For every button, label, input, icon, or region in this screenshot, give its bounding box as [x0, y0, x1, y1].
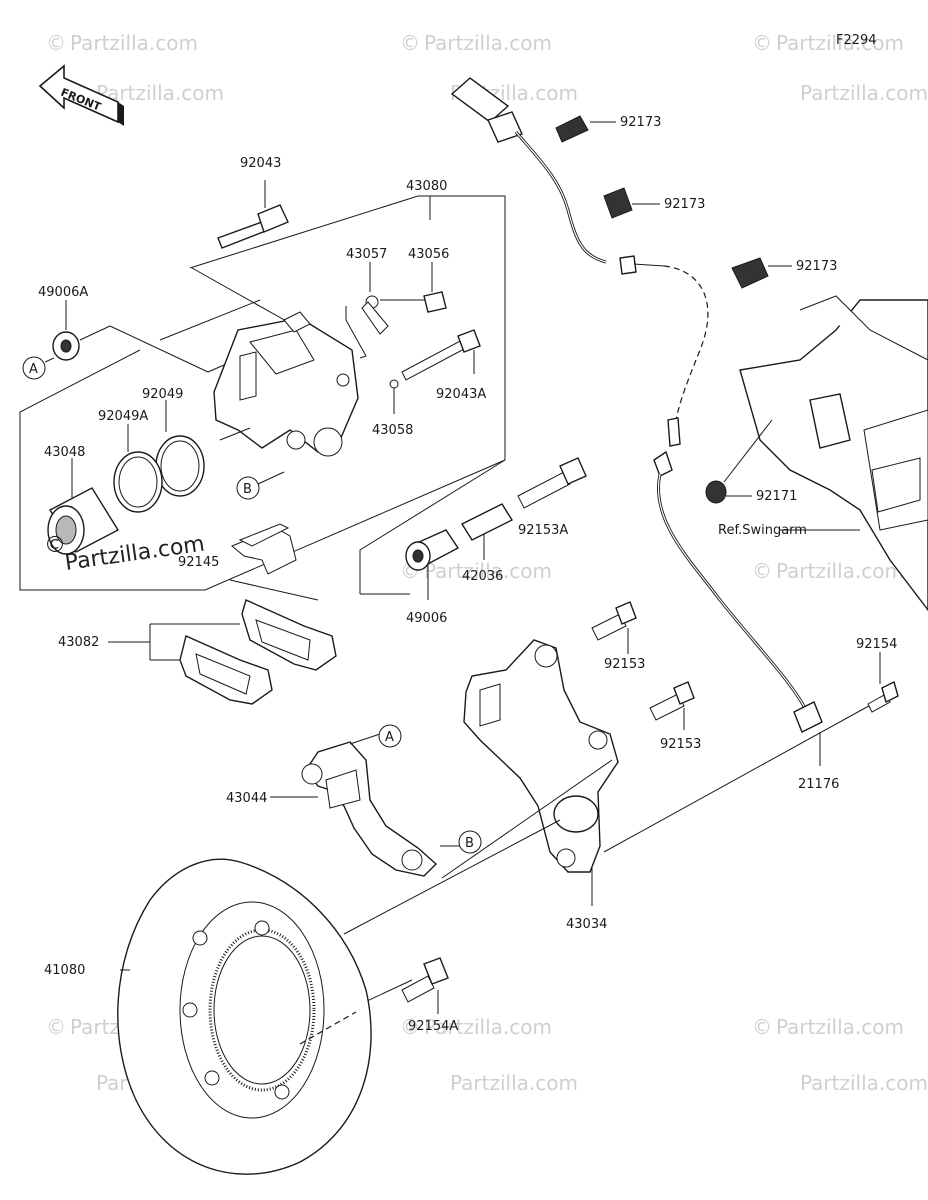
bleeder-43056-43057	[345, 262, 447, 359]
watermark-text: Partzilla.com	[776, 31, 904, 55]
watermark-copyright: ©	[400, 1015, 420, 1039]
watermark-text: Partzilla.com	[424, 31, 552, 55]
label-92173-b: 92173	[664, 197, 705, 212]
callout-b-label: B	[243, 482, 252, 497]
part-labels: 92043 43080 43057 43056 49006A 92049 920…	[38, 115, 897, 1034]
watermark-dark-copyright: ©	[44, 533, 66, 558]
label-21176: 21176	[798, 777, 839, 792]
caliper-holder-43044	[270, 741, 438, 877]
watermark-text: Partzilla.com	[424, 1015, 552, 1039]
label-92171: 92171	[756, 489, 797, 504]
boot-49006	[405, 529, 460, 600]
label-92145: 92145	[178, 555, 219, 570]
callout-b-mid: B	[236, 476, 260, 500]
label-43057: 43057	[346, 247, 387, 262]
clamp-92173-c	[731, 257, 792, 289]
bolt-92154	[867, 652, 899, 713]
callout-b-holder: B	[458, 830, 482, 854]
callout-a-holder: A	[378, 724, 402, 748]
label-92049A: 92049A	[98, 409, 148, 424]
label-42036: 42036	[462, 569, 503, 584]
watermark-copyright: ©	[752, 1015, 772, 1039]
caliper-bracket-43034	[463, 639, 619, 906]
label-43034: 43034	[566, 917, 607, 932]
boot-49006A	[52, 300, 80, 361]
label-92154A: 92154A	[408, 1019, 458, 1034]
label-92173-c: 92173	[796, 259, 837, 274]
watermark-text: Partzilla.com	[800, 1071, 928, 1095]
grommet-92171	[705, 480, 752, 504]
brake-pads-43082	[108, 599, 337, 705]
bolts-92153	[591, 601, 695, 730]
label-92173-a: 92173	[620, 115, 661, 130]
clamp-92173-a	[555, 115, 616, 143]
label-43082: 43082	[58, 635, 99, 650]
watermark-text: Partzilla.com	[70, 31, 198, 55]
pin-92043A	[389, 329, 481, 414]
bolt-92153A	[517, 457, 587, 509]
figure-code: F2294	[836, 33, 877, 48]
label-49006A: 49006A	[38, 285, 88, 300]
label-49006: 49006	[406, 611, 447, 626]
bolt-92043	[217, 180, 289, 249]
callout-a-left: A	[22, 356, 55, 380]
label-43044: 43044	[226, 791, 267, 806]
watermark-copyright: ©	[752, 31, 772, 55]
label-43058: 43058	[372, 423, 413, 438]
label-43080: 43080	[406, 179, 447, 194]
callout-b-label: B	[465, 836, 474, 851]
piston-seals	[113, 400, 205, 513]
label-ref-swingarm: Ref.Swingarm	[718, 523, 807, 538]
label-92154: 92154	[856, 637, 897, 652]
watermark-copyright: ©	[752, 559, 772, 583]
label-92043A: 92043A	[436, 387, 486, 402]
watermark-text: Partzilla.com	[424, 559, 552, 583]
watermark-copyright: ©	[46, 1015, 66, 1039]
piston-43048	[47, 458, 119, 555]
label-92153-upper: 92153	[604, 657, 645, 672]
swingarm-reference	[723, 295, 928, 612]
sensor-cable	[450, 77, 823, 766]
label-41080: 41080	[44, 963, 85, 978]
caliper-assembly-frame	[19, 195, 506, 595]
callout-a-label: A	[385, 730, 394, 745]
caliper-body	[213, 311, 359, 457]
clamp-92173-b	[603, 187, 660, 219]
watermark-text: Partzilla.com	[450, 1071, 578, 1095]
watermark-text: Partzilla.com	[800, 81, 928, 105]
leader-lines	[159, 299, 877, 1009]
watermark-copyright: ©	[46, 31, 66, 55]
watermark-text: Partzilla.com	[776, 559, 904, 583]
watermark-layer: © Partzilla.com © Partzilla.com © Partzi…	[46, 31, 928, 1095]
label-92153-lower: 92153	[660, 737, 701, 752]
label-92153A: 92153A	[518, 523, 568, 538]
label-43048: 43048	[44, 445, 85, 460]
watermark-text: Partzilla.com	[776, 1015, 904, 1039]
label-92049: 92049	[142, 387, 183, 402]
label-43056: 43056	[408, 247, 449, 262]
sleeve-42036	[460, 503, 514, 560]
spring-92145	[231, 523, 297, 575]
label-92043: 92043	[240, 156, 281, 171]
callout-a-label: A	[29, 362, 38, 377]
brake-disc-41080	[117, 858, 372, 1175]
watermark-copyright: ©	[400, 31, 420, 55]
bolt-92154A	[401, 957, 449, 1014]
